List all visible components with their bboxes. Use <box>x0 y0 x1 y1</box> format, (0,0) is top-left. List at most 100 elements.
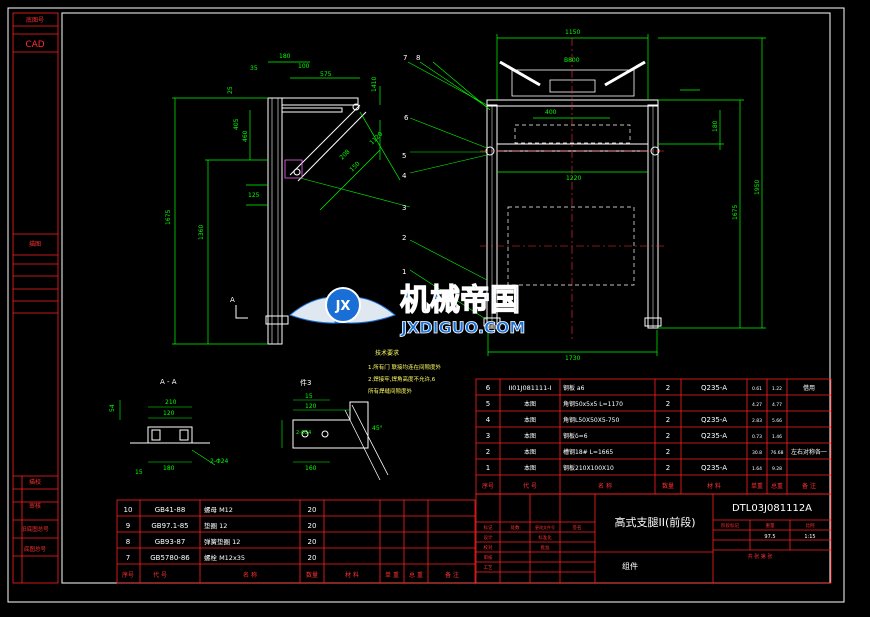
watermark-logo: JX <box>289 287 396 324</box>
lower-row-no: 7 <box>126 554 130 562</box>
lower-header-w2: 总 重 <box>409 571 423 579</box>
aa-dim-hole: 2-Φ24 <box>210 458 229 465</box>
item3-dim-45: 45° <box>372 425 383 432</box>
front-dim-180: 180 <box>279 53 291 60</box>
front-dim-100: 100 <box>298 63 310 70</box>
upper-header-no: 序号 <box>482 482 494 490</box>
side-label-l2: 审核 <box>29 502 41 510</box>
stage-label-2: 比例 <box>806 522 815 529</box>
notes-line2: 2.焊接牢,焊角高度不允许,6 <box>368 375 436 383</box>
upper-row-qty: 2 <box>666 464 670 472</box>
upper-header-w2: 总重 <box>771 482 783 490</box>
side-dim-180: 180 <box>712 120 719 132</box>
upper-header-w1: 单重 <box>751 482 763 490</box>
upper-row-note: 左右对称各一 <box>791 448 827 456</box>
item3-label: 件3 <box>300 378 311 387</box>
sign-label-3: 工艺 <box>484 565 493 571</box>
balloon-4: 4 <box>402 172 407 180</box>
upper-header-qty: 数量 <box>662 482 674 490</box>
lower-row-no: 8 <box>126 538 130 546</box>
side-view-centerlines <box>480 38 665 340</box>
lower-header-note: 备 注 <box>445 571 459 579</box>
rev-label-3: 更改文件号 <box>535 524 555 530</box>
upper-row-mat: Q235-A <box>701 464 727 472</box>
drawing-number: DTL03J081112A <box>732 503 812 514</box>
upper-row-no: 3 <box>486 432 490 440</box>
sign-label-1: 校对 <box>484 544 493 551</box>
upper-row-code: II01J081111-I <box>508 384 551 392</box>
side-label-l1: 描校 <box>29 478 41 486</box>
lower-row-no: 9 <box>126 522 130 530</box>
sign-label-0: 设计 <box>484 534 493 541</box>
side-dim-b800: B800 <box>564 57 580 64</box>
side-dim-1220: 1220 <box>566 175 581 182</box>
parts-upper-grid <box>475 378 832 495</box>
aa-dim-210: 210 <box>165 399 177 406</box>
item3-dims <box>281 399 350 463</box>
lower-header-qty: 数量 <box>306 571 318 579</box>
upper-row-note: 借用 <box>803 384 815 392</box>
upper-row-code: 本图 <box>524 464 536 472</box>
side-label-middle: 描图 <box>29 240 41 248</box>
sign-label-2: 审核 <box>484 554 493 561</box>
lower-row-name: 螺栓 M12x35 <box>204 553 245 562</box>
front-dim-1120: 1120 <box>368 131 384 147</box>
balloon-1: 1 <box>402 268 406 276</box>
lower-row-name: 垫圈 12 <box>204 521 227 530</box>
a-marker-arrow <box>235 305 248 319</box>
upper-header-name: 名 称 <box>598 482 612 490</box>
item3-detail[interactable] <box>292 401 389 481</box>
lower-header-w1: 单 重 <box>385 571 399 579</box>
stage-label-0: 阶段标记 <box>721 522 739 529</box>
drawing-sheet: 共 张 第 张 <box>748 553 773 560</box>
side-label-top: 底图号 <box>26 16 44 24</box>
upper-row-mat: Q235-A <box>701 384 727 392</box>
section-aa-label: A - A <box>160 378 177 386</box>
upper-row-code: 本图 <box>524 432 536 440</box>
upper-row-w2: 1.46 <box>772 434 782 440</box>
upper-row-w2: 9.28 <box>772 466 782 472</box>
lower-row-qty: 20 <box>308 506 317 514</box>
watermark-cn: 机械帝国 <box>400 283 520 318</box>
section-aa-dims <box>119 400 216 466</box>
section-aa-view[interactable] <box>130 426 210 444</box>
balloon-8: 8 <box>416 54 420 62</box>
lower-row-code: GB93-87 <box>155 538 186 546</box>
side-label-l3: 旧底图总号 <box>21 525 49 533</box>
rev-label-4: 签名 <box>573 524 582 531</box>
sign-label-5: 批准 <box>541 544 550 551</box>
upper-row-qty: 2 <box>666 448 670 456</box>
upper-row-w1: 1.64 <box>752 466 762 472</box>
side-label-l4: 底图总号 <box>24 545 47 553</box>
upper-row-qty: 2 <box>666 416 670 424</box>
lower-row-code: GB41-88 <box>155 506 186 514</box>
rev-label-0: 标记 <box>484 524 493 531</box>
front-view-dimensions <box>172 61 401 345</box>
side-dim-400: 400 <box>545 109 557 116</box>
drawing-subtitle: 组件 <box>622 561 638 571</box>
aa-dim-15: 15 <box>135 469 143 476</box>
upper-row-qty: 2 <box>666 400 670 408</box>
title-block-grid <box>475 493 832 584</box>
stage-label-1: 重量 <box>766 522 775 529</box>
upper-row-name: 槽钢18# L=1665 <box>563 448 613 456</box>
side-dim-1950: 1950 <box>754 180 761 195</box>
side-dim-1730: 1730 <box>565 355 580 362</box>
upper-row-name: 角钢L50X50X5-750 <box>563 416 619 424</box>
front-dim-208: 208 <box>338 148 351 161</box>
lower-row-name: 螺母 M12 <box>204 505 233 514</box>
front-dim-35: 35 <box>250 65 258 72</box>
front-view[interactable] <box>265 97 367 345</box>
rev-label-1: 处数 <box>511 524 520 531</box>
front-dim-150: 150 <box>348 160 361 173</box>
outer-frame <box>7 7 845 603</box>
side-view[interactable] <box>483 60 662 329</box>
upper-header-note: 备 注 <box>802 482 816 490</box>
upper-header-mat: 材 料 <box>707 482 721 490</box>
item3-dim-15: 15 <box>305 393 313 400</box>
notes-line1: 1.所有门 联接均连在间隙度外 <box>368 363 441 371</box>
balloon-7: 7 <box>403 54 407 62</box>
lower-header-name: 名 称 <box>243 571 257 579</box>
